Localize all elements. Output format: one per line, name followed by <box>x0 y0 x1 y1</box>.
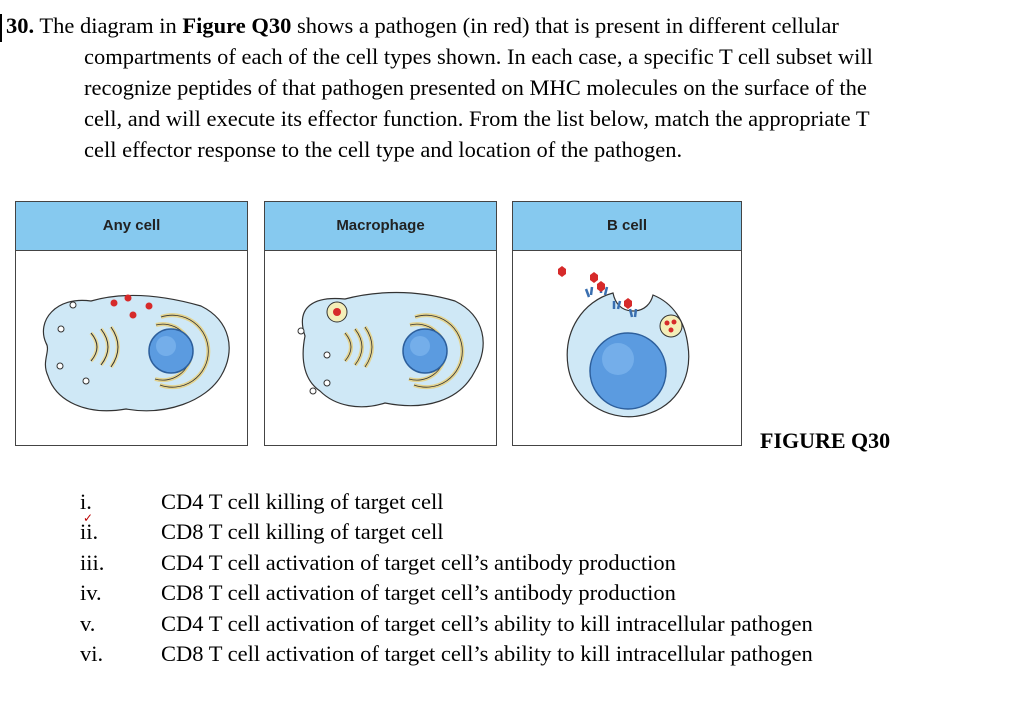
option-number: iii. <box>80 550 105 575</box>
option-number: iv. <box>80 580 102 605</box>
option-text: CD4 T cell activation of target cell’s a… <box>161 611 813 636</box>
any-cell-illustration <box>42 294 230 412</box>
golgi-icon <box>89 325 120 369</box>
endosome-icon <box>659 314 683 338</box>
pathogen-icon <box>664 319 677 333</box>
pathogen-icon <box>558 266 632 309</box>
panel-title: Macrophage <box>265 202 496 251</box>
macrophage-illustration <box>297 291 484 408</box>
question-line-1: 30. The diagram in Figure Q30 shows a pa… <box>6 10 839 41</box>
question-text: The diagram in <box>34 13 183 38</box>
question-line-3: recognize peptides of that pathogen pres… <box>84 75 867 100</box>
option-number: ii. <box>80 519 99 544</box>
question-number: 30. <box>6 13 35 38</box>
question-line-4: cell, and will execute its effector func… <box>84 106 870 131</box>
option-text: CD8 T cell killing of target cell <box>161 519 444 544</box>
figure-label: FIGURE Q30 <box>760 428 891 453</box>
pathogen-icon <box>333 308 341 316</box>
pathogen-icon <box>110 294 153 319</box>
option-number: i. <box>80 489 92 514</box>
checkmark-icon: ✓ <box>83 511 94 525</box>
option-text: CD4 T cell activation of target cell’s a… <box>161 550 676 575</box>
panel-macrophage: Macrophage <box>264 201 497 446</box>
option-text: CD8 T cell activation of target cell’s a… <box>161 641 813 666</box>
option-number: v. <box>80 611 96 636</box>
vesicle-icon <box>56 301 90 385</box>
panel-any-cell: Any cell <box>15 201 248 446</box>
question-text: shows a pathogen (in red) that is presen… <box>291 13 839 38</box>
text-cursor <box>0 14 2 42</box>
option-number: vi. <box>80 641 104 666</box>
b-cell-illustration <box>558 266 690 418</box>
vesicle-icon <box>297 327 331 395</box>
panel-b-cell: B cell <box>512 201 742 446</box>
panel-title: Any cell <box>16 202 247 251</box>
figure-reference: Figure Q30 <box>182 13 292 38</box>
option-text: CD4 T cell killing of target cell <box>161 489 444 514</box>
panel-title: B cell <box>513 202 741 251</box>
question-line-2: compartments of each of the cell types s… <box>84 44 873 69</box>
question-line-5: cell effector response to the cell type … <box>84 137 683 162</box>
option-text: CD8 T cell activation of target cell’s a… <box>161 580 676 605</box>
